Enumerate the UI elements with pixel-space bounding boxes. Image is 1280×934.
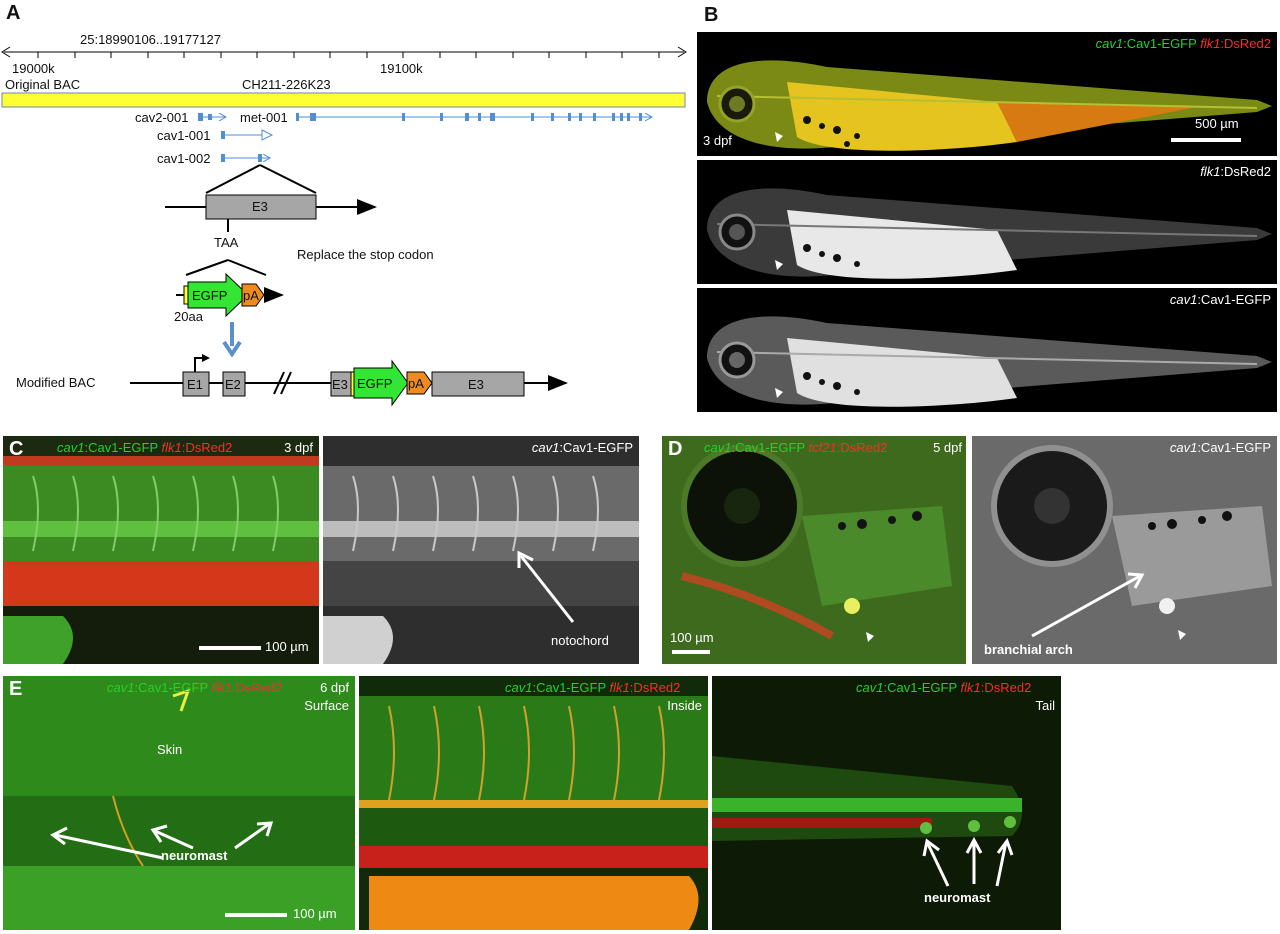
scale-bar-label: 500 µm (1195, 116, 1239, 131)
stage-label: 3 dpf (284, 440, 313, 455)
scale-bar-label: 100 µm (670, 630, 714, 645)
tick-label-right: 19100k (380, 61, 423, 76)
micrograph-c-cav1: cav1:Cav1-EGFP notochord (323, 436, 639, 664)
exon-label: E3 (252, 199, 268, 214)
view-label: Surface (304, 698, 349, 713)
neuromast-annotation: neuromast (161, 848, 228, 863)
label-overlay: cav1:Cav1-EGFP (1169, 292, 1271, 307)
micrograph-d-cav1: cav1:Cav1-EGFP branchial arch (972, 436, 1277, 664)
scale-bar (225, 913, 287, 917)
label-overlay: cav1:Cav1-EGFP (531, 440, 633, 455)
exon-label: E3 (332, 377, 348, 392)
exon-label: E1 (187, 377, 203, 392)
original-bac-label: Original BAC (5, 77, 81, 92)
replace-note: Replace the stop codon (297, 247, 434, 262)
egfp-arrow (187, 272, 249, 318)
construct-diagram (1, 46, 687, 407)
coordinate-range: 25:18990106..19177127 (80, 32, 221, 47)
bac-clone-label: CH211-226K23 (242, 77, 331, 92)
polya-box (241, 283, 265, 307)
scale-bar (199, 646, 261, 650)
micrograph-d-merge: D cav1:Cav1-EGFP tcf21:DsRed2 5 dpf 100 … (662, 436, 966, 664)
micrograph-b-flk1: flk1:DsRed2 (697, 160, 1277, 284)
panel-e-label: E (9, 678, 23, 700)
polya-label: pA (408, 376, 424, 391)
stage-label: 3 dpf (703, 133, 732, 148)
genome-ruler (1, 46, 687, 58)
notochord-annotation: notochord (551, 633, 609, 648)
label-overlay: cav1:Cav1-EGFP flk1:DsRed2 (57, 440, 233, 455)
micrograph-e-inside: cav1:Cav1-EGFP flk1:DsRed2 Inside (359, 676, 708, 930)
polya-label: pA (243, 288, 259, 303)
transcript-tracks (198, 113, 652, 162)
linker-label: 20aa (174, 309, 203, 324)
exon-label: E3 (468, 377, 484, 392)
micrograph-b-merge: cav1:Cav1-EGFP flk1:DsRed2 3 dpf 500 µm (697, 32, 1277, 156)
micrograph-e-tail: cav1:Cav1-EGFP flk1:DsRed2 Tail neuromas… (712, 676, 1061, 930)
label-overlay: flk1:DsRed2 (1200, 164, 1271, 179)
view-label: Inside (667, 698, 702, 713)
neuromast-annotation: neuromast (924, 890, 991, 905)
panel-c-label: C (9, 438, 24, 460)
micrograph-b-cav1: cav1:Cav1-EGFP (697, 288, 1277, 412)
label-overlay: cav1:Cav1-EGFP flk1:DsRed2 (505, 680, 681, 695)
transcript-label: cav1-001 (157, 128, 211, 143)
egfp-label: EGFP (192, 288, 228, 303)
view-label: Tail (1035, 698, 1055, 713)
transcript-label: met-001 (240, 110, 288, 125)
scale-bar (1171, 138, 1241, 142)
stop-codon-label: TAA (214, 235, 239, 250)
transcript-label: cav1-002 (157, 151, 211, 166)
exon-e3-box (205, 194, 317, 220)
label-overlay: cav1:Cav1-EGFP flk1:DsRed2 (1095, 36, 1271, 51)
label-overlay: cav1:Cav1-EGFP flk1:DsRed2 (107, 680, 283, 695)
stage-label: 6 dpf (320, 680, 349, 695)
panel-a-label: A (6, 2, 21, 24)
scale-bar (672, 650, 710, 654)
label-overlay: cav1:Cav1-EGFP tcf21:DsRed2 (704, 440, 888, 455)
tick-label-left: 19000k (12, 61, 55, 76)
egfp-label: EGFP (357, 376, 393, 391)
original-bac-bar (1, 92, 686, 108)
skin-label: Skin (157, 742, 183, 757)
panel-d-label: D (668, 438, 683, 460)
label-overlay: cav1:Cav1-EGFP (1169, 440, 1271, 455)
label-overlay: cav1:Cav1-EGFP flk1:DsRed2 (856, 680, 1032, 695)
transcript-label: cav2-001 (135, 110, 189, 125)
branchial-arch-annotation: branchial arch (984, 642, 1073, 657)
modified-bac-label: Modified BAC (16, 375, 96, 390)
exon-label: E2 (225, 377, 241, 392)
panel-b-label: B (704, 4, 719, 26)
scale-bar-label: 100 µm (265, 639, 309, 654)
scale-bar-label: 100 µm (293, 906, 337, 921)
micrograph-e-surface: E cav1:Cav1-EGFP flk1:DsRed2 6 dpf Surfa… (3, 676, 355, 930)
micrograph-c-merge: C cav1:Cav1-EGFP flk1:DsRed2 3 dpf 100 µ… (3, 436, 319, 664)
stage-label: 5 dpf (933, 440, 962, 455)
